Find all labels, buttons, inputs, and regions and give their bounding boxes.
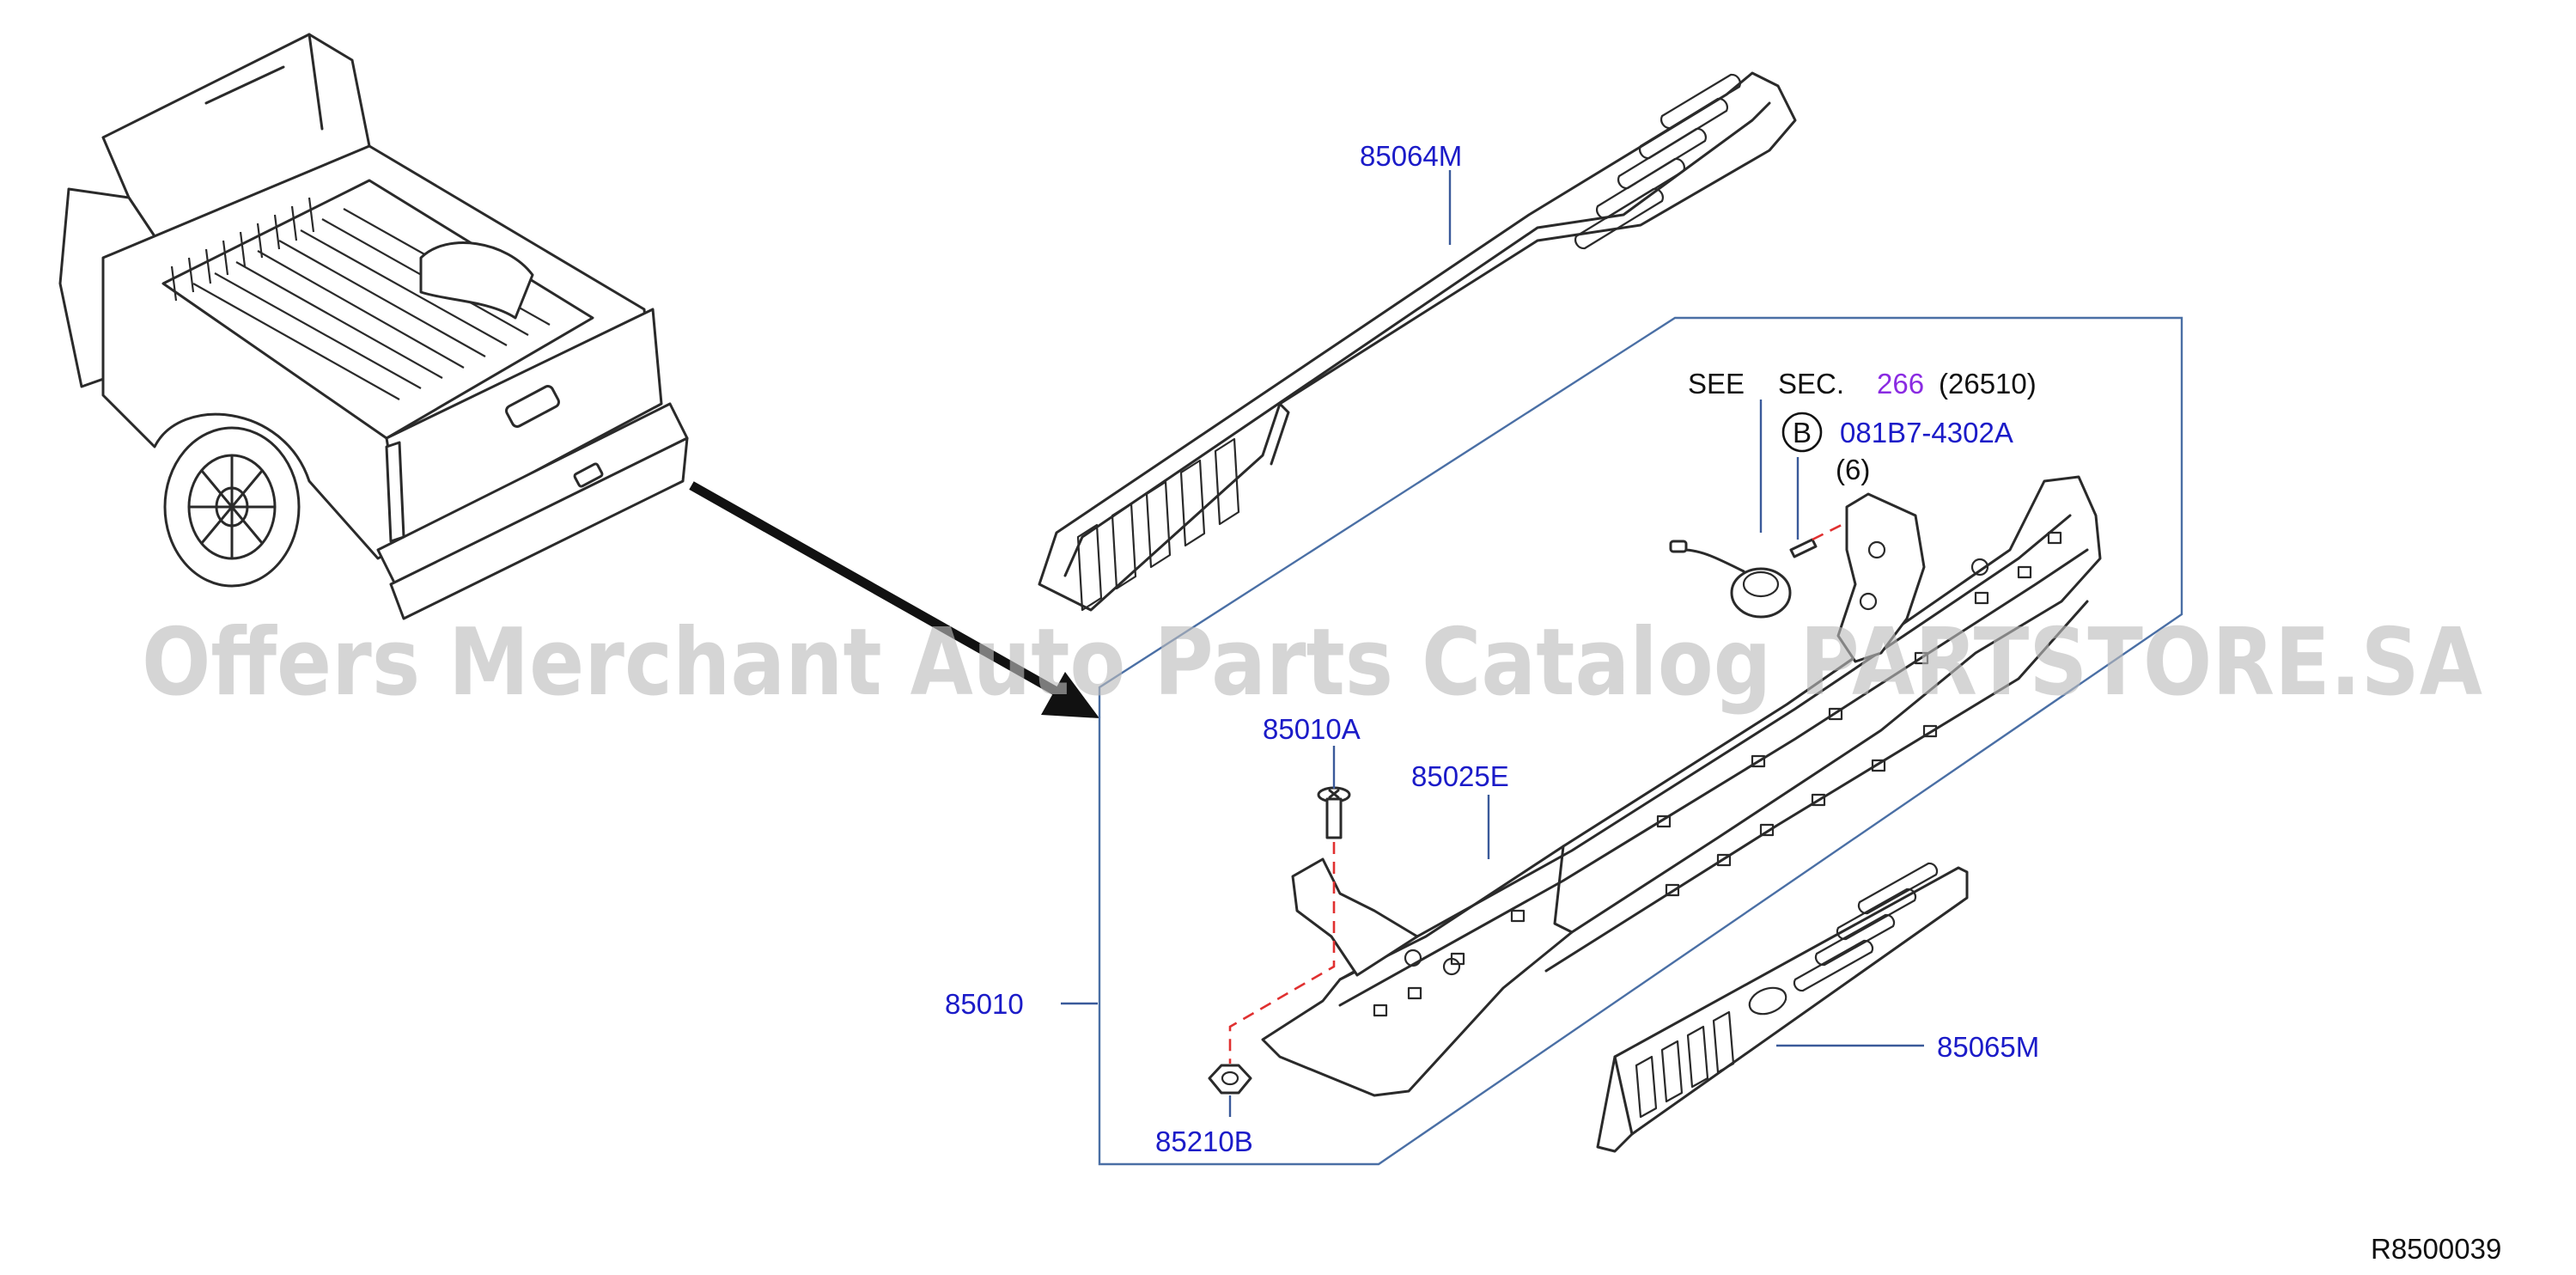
pickup-truck-illustration [58, 33, 689, 620]
label-081B7-4302A: 081B7-4302A [1840, 417, 2013, 448]
lower-step-tread [1596, 862, 1969, 1153]
label-85064M: 85064M [1360, 140, 1462, 172]
label-85010: 85010 [945, 988, 1024, 1020]
assembly-boundary [1098, 316, 2183, 1166]
label-see: SEE [1688, 368, 1745, 400]
watermark-text: Offers Merchant Auto Parts Catalog PARTS… [142, 609, 2482, 717]
label-bolt-qty: (6) [1836, 454, 1870, 485]
bolt-guide-line [1812, 521, 1848, 541]
leader-lines [1061, 170, 1924, 1117]
clip-85210B [1208, 1064, 1252, 1095]
label-85210B: 85210B [1155, 1126, 1253, 1157]
label-85010A: 85010A [1263, 713, 1361, 745]
label-85025E: 85025E [1411, 760, 1509, 792]
label-sec-ref: (26510) [1939, 368, 2037, 400]
bolt-circle-marker [1781, 412, 1823, 453]
screw-guide-line [1228, 842, 1336, 1064]
label-sec-266[interactable]: 266 [1877, 368, 1924, 400]
upper-step-tread [1038, 71, 1797, 612]
label-85065M: 85065M [1937, 1031, 2039, 1063]
rear-bumper-assembly [1261, 475, 2102, 1097]
screw-85010A [1317, 786, 1351, 839]
label-bolt-letter: B [1793, 417, 1812, 448]
diagram-code: R8500039 [2371, 1233, 2501, 1265]
label-sec: SEC. [1778, 368, 1844, 400]
direction-arrow [689, 481, 1099, 718]
